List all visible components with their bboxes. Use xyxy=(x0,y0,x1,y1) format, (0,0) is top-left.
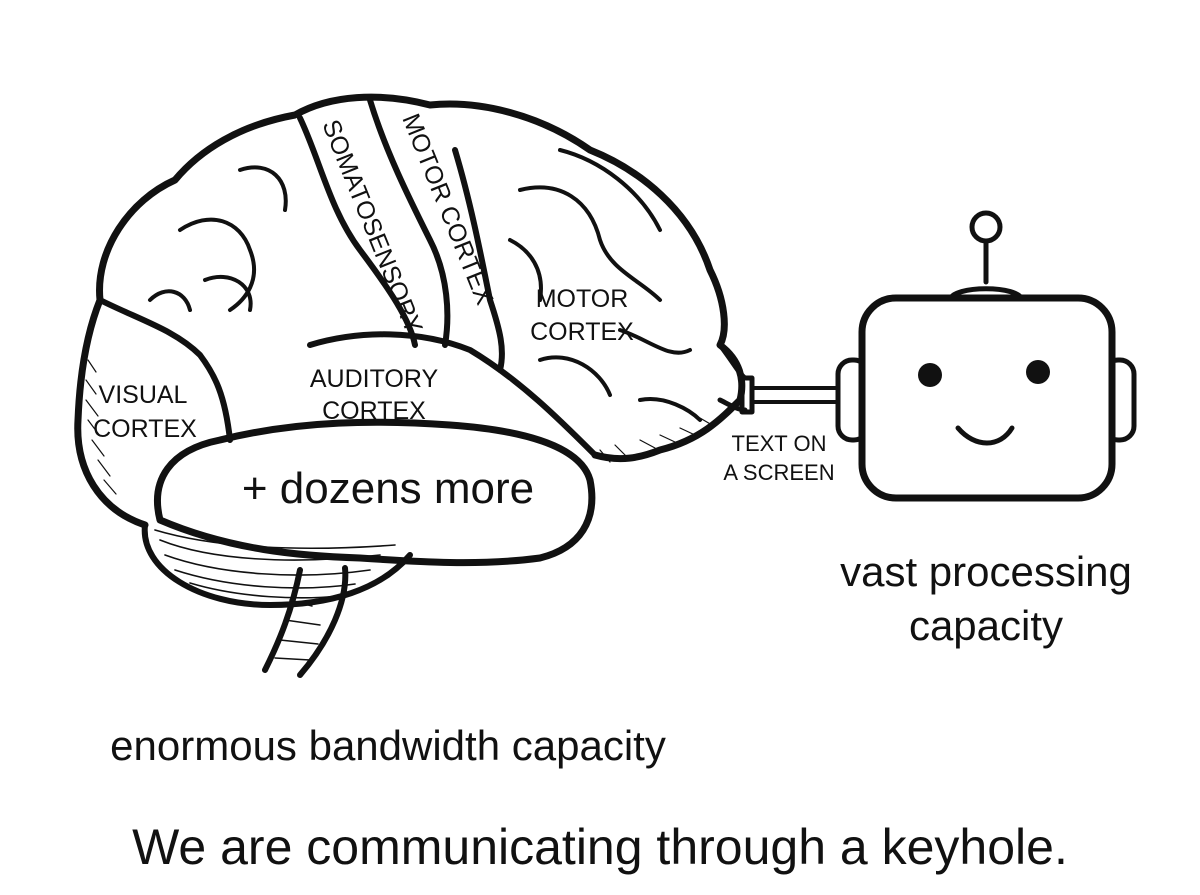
label-auditory-line1: AUDITORY xyxy=(310,365,439,393)
label-motor-line1: MOTOR xyxy=(536,285,629,313)
label-motor-line2: CORTEX xyxy=(530,318,634,346)
label-auditory-line2: CORTEX xyxy=(322,397,426,425)
smile xyxy=(955,425,1015,446)
label-visual-line1: VISUAL xyxy=(99,381,188,409)
left-eye xyxy=(918,363,942,387)
antenna-ball xyxy=(969,210,1003,244)
label-visual-line2: CORTEX xyxy=(93,415,197,443)
brain-illustration xyxy=(74,93,748,678)
label-dozens-more: + dozens more xyxy=(242,464,534,513)
cerebellum xyxy=(141,522,413,608)
brain-capacity-label: enormous bandwidth capacity xyxy=(110,722,666,769)
robot-head xyxy=(858,294,1116,502)
keyhole-connector xyxy=(739,375,850,415)
label-text-on: TEXT ON xyxy=(732,431,827,456)
right-eye xyxy=(1026,360,1050,384)
brainstem xyxy=(262,565,349,678)
caption: We are communicating through a keyhole. xyxy=(132,819,1068,875)
robot-illustration xyxy=(835,210,1137,502)
robot-capacity-line1: vast processing xyxy=(840,548,1132,595)
robot-capacity-line2: capacity xyxy=(909,602,1063,649)
label-a-screen: A SCREEN xyxy=(723,460,834,485)
